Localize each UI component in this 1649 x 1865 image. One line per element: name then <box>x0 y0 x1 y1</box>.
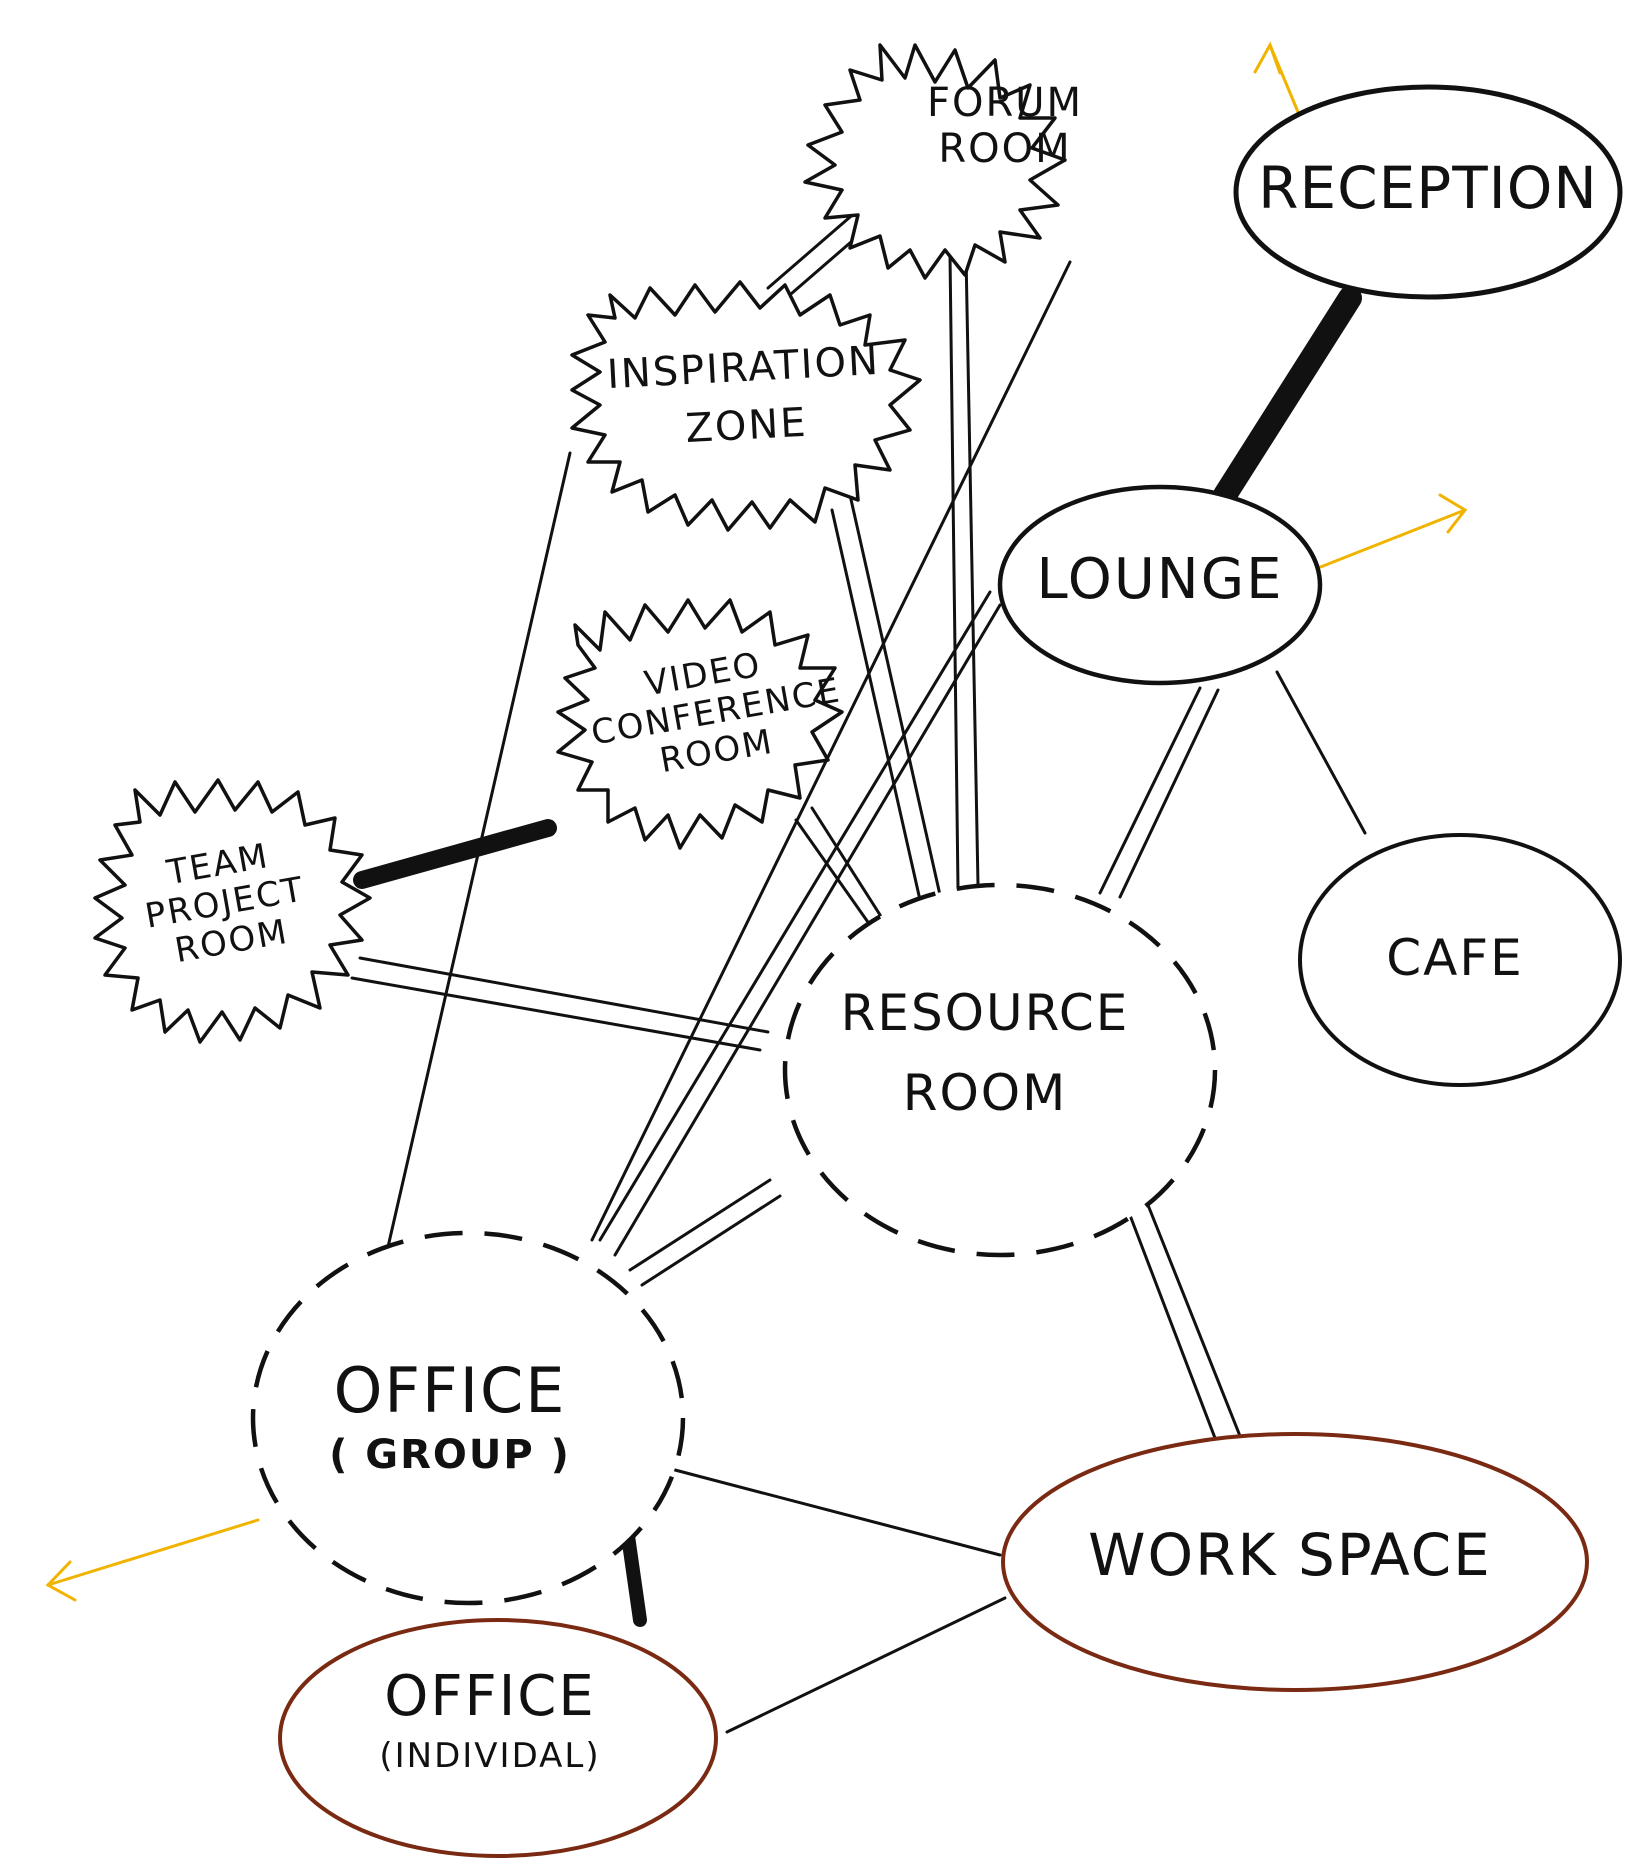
link-lounge-cafe <box>1275 670 1367 835</box>
link-reception-lounge <box>1213 286 1362 507</box>
arrow-reception-exit <box>1253 41 1300 114</box>
arrow-lounge-exit <box>1316 493 1468 570</box>
resource-room-line1: RESOURCE <box>840 984 1130 1042</box>
team-project-bubble[interactable] <box>93 778 372 1044</box>
link-team-video <box>353 819 557 889</box>
link-forum-office-group <box>590 260 1072 1242</box>
resource-room-label: RESOURCE ROOM <box>820 984 1150 1122</box>
link-forum-resource <box>948 253 980 890</box>
cafe-label: CAFE <box>1330 929 1580 988</box>
reception-bubble[interactable] <box>1233 84 1623 300</box>
inspiration-zone-bubble[interactable] <box>570 280 922 532</box>
link-office-group-workspace <box>673 1468 1002 1557</box>
reception-line1: RECEPTION <box>1258 154 1598 222</box>
forum-room-line2: ROOM <box>938 126 1072 172</box>
lounge-label: LOUNGE <box>1010 547 1310 612</box>
office-group-label: OFFICE ( GROUP ) <box>300 1354 600 1479</box>
link-team-resource <box>350 956 770 1052</box>
lounge-line1: LOUNGE <box>1036 547 1284 612</box>
office-group-bubble[interactable] <box>250 1230 686 1606</box>
work-space-label: WORK SPACE <box>1080 1522 1500 1589</box>
link-inspiration-resource <box>830 493 942 902</box>
link-lounge-resource <box>1098 686 1220 899</box>
link-resource-workspace <box>1126 1203 1242 1440</box>
link-resource-office-group <box>628 1178 782 1287</box>
forum-room-line1: FORUM <box>926 80 1084 126</box>
link-lounge-office-group <box>598 590 1002 1257</box>
link-individual-workspace <box>725 1596 1007 1734</box>
video-conference-bubble[interactable] <box>556 598 844 850</box>
office-individual-label: OFFICE (INDIVIDAL) <box>340 1664 640 1777</box>
forum-room-label: FORUM ROOM <box>905 80 1105 172</box>
resource-room-bubble[interactable] <box>782 882 1218 1258</box>
work-space-bubble[interactable] <box>1001 1432 1589 1692</box>
cafe-bubble[interactable] <box>1298 833 1622 1087</box>
work-space-line1: WORK SPACE <box>1088 1521 1492 1589</box>
office-group-line2: ( GROUP ) <box>329 1432 571 1479</box>
office-group-line1: OFFICE <box>333 1354 567 1427</box>
forum-room-bubble[interactable] <box>803 43 1067 280</box>
arrow-office-group-exit <box>45 1518 260 1602</box>
lounge-bubble[interactable] <box>997 484 1323 686</box>
office-individual-bubble[interactable] <box>278 1618 718 1858</box>
cafe-line1: CAFE <box>1386 929 1524 987</box>
resource-room-line2: ROOM <box>902 1063 1068 1122</box>
office-individual-line2: (INDIVIDAL) <box>379 1736 601 1777</box>
office-individual-line1: OFFICE <box>384 1664 596 1729</box>
reception-label: RECEPTION <box>1236 155 1620 222</box>
inspiration-zone-label: INSPIRATION ZONE <box>592 337 897 457</box>
